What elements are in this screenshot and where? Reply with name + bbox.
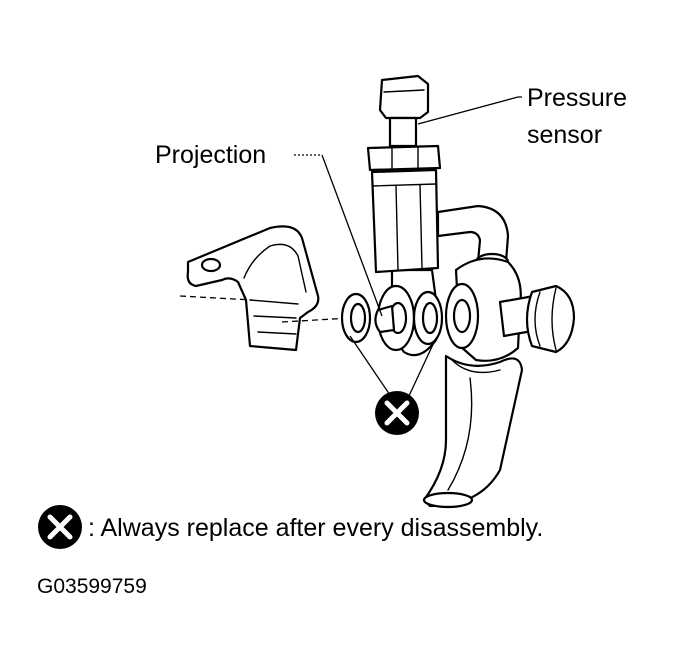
circled-x-icon <box>375 391 419 435</box>
washer-left <box>340 292 372 344</box>
label-projection: Projection <box>155 141 266 169</box>
washer-right <box>412 290 444 346</box>
union-fitting <box>444 257 576 362</box>
legend-replace-icon <box>38 505 82 549</box>
mounting-bracket <box>186 225 320 352</box>
label-pressure-line2: sensor <box>527 121 602 149</box>
pressure-sensor <box>366 74 442 274</box>
alignment-line <box>179 295 253 301</box>
hose <box>422 354 524 509</box>
legend-text: : Always replace after every disassembly… <box>88 514 543 542</box>
projection-pin <box>374 304 396 334</box>
leader-washer-right <box>407 337 437 399</box>
bracket-hole <box>200 257 222 273</box>
alignment-line-2 <box>281 317 351 323</box>
leader-pressure-sensor <box>417 96 522 125</box>
label-pressure-line1: Pressure <box>527 84 627 112</box>
hex-nut <box>525 284 576 354</box>
leader-washer-left <box>349 335 393 399</box>
leader-projection <box>321 154 383 317</box>
figure-code: G03599759 <box>37 575 147 598</box>
